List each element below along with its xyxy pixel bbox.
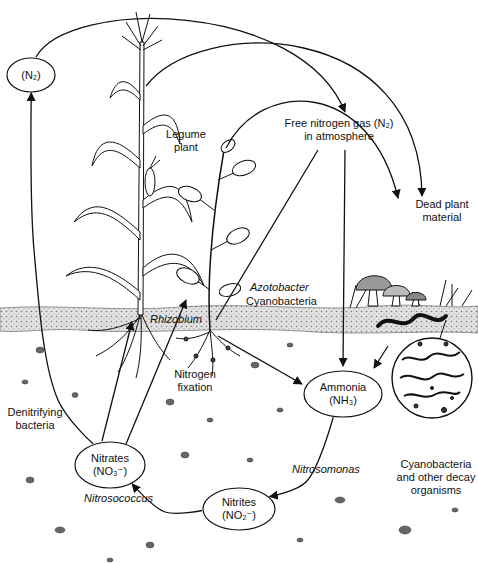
diagram-label: Azotobacter <box>250 281 330 294</box>
flow-arrows-part <box>102 322 132 441</box>
flow-arrows <box>36 19 422 444</box>
soil-pebbles-part <box>251 362 259 368</box>
magnified-decay-organisms-part <box>442 408 447 413</box>
diagram-label: Free nitrogen gas (N₂) in atmosphere <box>283 117 395 143</box>
soil-pebbles-part <box>399 526 411 534</box>
diagram-label: Dead plant material <box>414 198 470 224</box>
edge-label: Nitrosococcus <box>84 492 174 505</box>
soil-pebbles-part <box>72 393 78 398</box>
dead-plant-material-part <box>356 276 392 290</box>
corn-plant-part <box>92 142 140 168</box>
dead-plant-material-part <box>383 286 410 297</box>
legume-plant-part <box>230 157 257 178</box>
oval-text-holder: (N₂) <box>6 57 56 93</box>
dead-plant-material <box>350 276 472 326</box>
flow-arrows-part <box>216 150 318 320</box>
soil-surface-part <box>0 305 478 333</box>
dead-plant-material-part <box>406 293 426 301</box>
legume-plant-part <box>224 225 252 248</box>
oval-text-holder: Ammonia (NH₃) <box>303 370 383 418</box>
soil-pebbles-part <box>26 477 34 483</box>
cycle-arrow <box>270 417 334 496</box>
oval-shape <box>75 442 145 488</box>
magnified-decay-organisms-part <box>392 338 472 418</box>
legume-plant-part <box>226 346 230 350</box>
oval-label: Nitrites (NO₂⁻) <box>209 496 269 522</box>
soil-pebbles-part <box>166 399 174 405</box>
soil-pebbles-part <box>335 497 345 503</box>
soil-pebbles-part <box>146 542 154 548</box>
soil-pebbles-part <box>287 343 293 347</box>
cycle-oval: Nitrates (NO₃⁻) <box>74 441 146 489</box>
soil-pebbles-part <box>247 458 253 462</box>
flow-arrows-part <box>218 336 302 384</box>
corn-plant-part <box>145 168 155 196</box>
magnified-decay-organisms-part <box>451 397 454 400</box>
soil-pebbles-part <box>181 452 189 458</box>
legume-plant-part <box>196 172 236 290</box>
legume-plant-part <box>176 183 203 204</box>
corn-plant-part <box>66 267 140 300</box>
diagram-label: Cyanobacteria and other decay organisms <box>394 458 478 497</box>
legume-plant-part <box>174 265 202 288</box>
legume-plant-part <box>219 137 238 155</box>
cycle-oval: Ammonia (NH₃) <box>303 370 383 418</box>
flow-arrows-part <box>226 101 398 198</box>
oval-label: Nitrates (NO₃⁻) <box>81 452 139 478</box>
legume-plant <box>174 137 258 376</box>
soil-pebbles-part <box>207 418 213 422</box>
legume-plant-part <box>194 354 198 358</box>
magnified-decay-organisms-part <box>444 342 448 346</box>
magnified-decay-organisms-part <box>440 320 446 338</box>
magnified-decay-organisms <box>392 320 472 418</box>
edge-label: Denitrifying bacteria <box>0 406 70 432</box>
corn-plant-part <box>110 82 140 100</box>
oval-text-holder: Nitrites (NO₂⁻) <box>202 487 276 531</box>
diagram-label: Nitrogen fixation <box>166 368 224 394</box>
magnified-decay-organisms-part <box>418 342 422 346</box>
oval-shape <box>7 58 55 92</box>
legume-plant-part <box>184 337 188 341</box>
legume-plant-part <box>209 150 224 330</box>
corn-plant-part <box>74 207 140 240</box>
oval-shape <box>203 488 275 530</box>
magnified-decay-organisms-part <box>402 352 460 360</box>
soil-pebbles-part <box>55 527 65 533</box>
soil-pebbles-part <box>22 380 28 384</box>
legume-plant-part <box>211 358 215 362</box>
oval-label: (N₂) <box>21 69 41 82</box>
oval-shape <box>304 371 382 417</box>
corn-plant-part <box>122 12 162 50</box>
soil-pebbles-part <box>452 508 458 512</box>
soil-surface <box>0 305 478 333</box>
soil-pebbles-part <box>107 558 113 562</box>
flow-arrows-part <box>146 43 422 196</box>
cycle-arrow <box>31 93 93 444</box>
magnified-decay-organisms-part <box>400 373 464 379</box>
flow-arrows-part <box>374 346 388 368</box>
corn-plant-part <box>150 156 160 168</box>
cycle-oval: (N₂) <box>6 57 56 93</box>
soil-pebbles-part <box>36 347 44 353</box>
flow-arrows-part <box>36 19 345 112</box>
magnified-decay-organisms-part <box>414 404 418 408</box>
flow-arrows-part <box>343 150 345 366</box>
diagram-label: Cyanobacteria <box>246 295 336 308</box>
dead-plant-material-part <box>368 288 378 306</box>
soil-pebbles-part <box>297 538 303 542</box>
diagram-label: Legume plant <box>156 128 216 154</box>
dead-plant-material-part <box>378 315 446 326</box>
soil-pebbles-part <box>277 408 283 412</box>
oval-label: Ammonia (NH₃) <box>310 381 376 407</box>
edge-label: Nitrosomonas <box>292 463 372 476</box>
diagram-label: Rhizobium <box>150 313 220 326</box>
cycle-oval: Nitrites (NO₂⁻) <box>202 487 276 531</box>
magnified-decay-organisms-part <box>431 387 434 390</box>
oval-text-holder: Nitrates (NO₃⁻) <box>74 441 146 489</box>
